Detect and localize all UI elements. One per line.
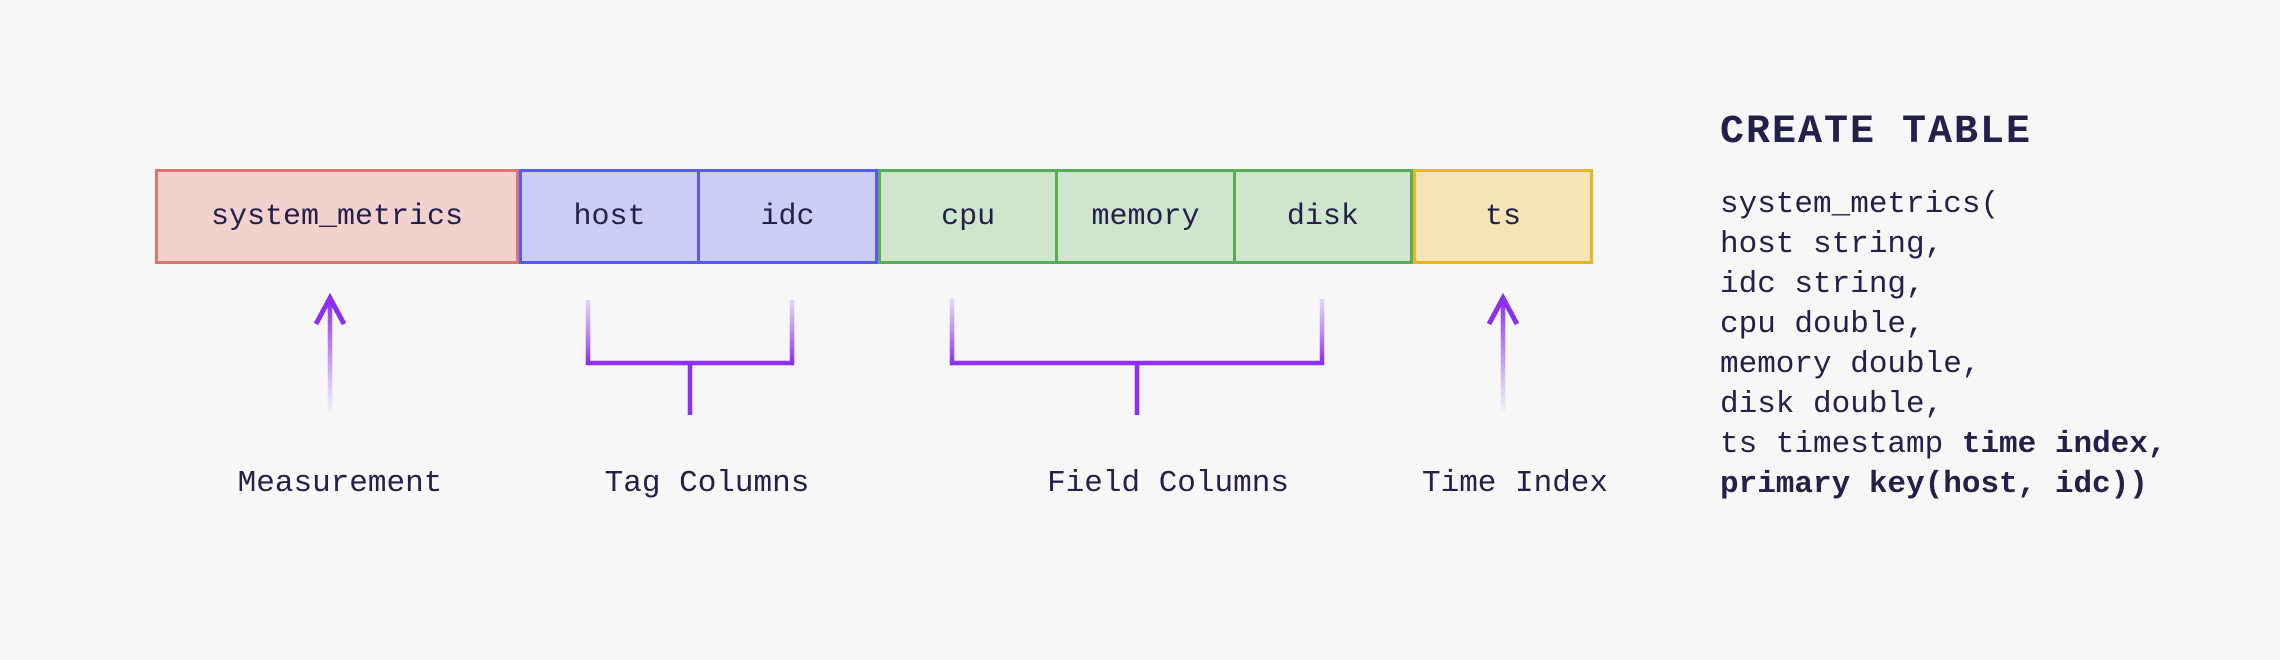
- sql-line: memory double,: [1720, 345, 2166, 385]
- table-schema-row: system_metrics host idc cpu memory disk …: [155, 169, 1593, 264]
- table-name-cell: system_metrics: [210, 199, 464, 234]
- sql-text: disk double,: [1720, 387, 1944, 422]
- sql-text: memory double,: [1720, 347, 1981, 382]
- sql-line: host string,: [1720, 225, 2166, 265]
- sql-text-bold: time index,: [1961, 427, 2167, 462]
- field-column-cell: memory: [1055, 172, 1232, 261]
- tag-columns-bracket-icon: [585, 300, 795, 415]
- tag-column-cell: host: [573, 199, 646, 234]
- sql-text: idc string,: [1720, 267, 1925, 302]
- field-columns-caption: Field Columns: [1047, 466, 1289, 501]
- field-column-cell: disk: [1232, 172, 1410, 261]
- tag-columns-caption: Tag Columns: [604, 466, 810, 501]
- sql-text: cpu double,: [1720, 307, 1925, 342]
- time-index-caption: Time Index: [1421, 466, 1609, 501]
- sql-text: system_metrics(: [1720, 187, 2000, 222]
- sql-text: ts timestamp: [1720, 427, 1962, 462]
- sql-text: host string,: [1720, 227, 1944, 262]
- sql-line: ts timestamp time index,: [1720, 425, 2166, 465]
- tag-columns-group: host idc: [519, 169, 878, 264]
- create-table-heading: CREATE TABLE: [1720, 110, 2033, 155]
- sql-line: cpu double,: [1720, 305, 2166, 345]
- time-index-cell: ts: [1484, 199, 1521, 234]
- field-column-cell: cpu: [941, 199, 996, 234]
- sql-text-bold: primary key(host, idc)): [1720, 467, 2148, 502]
- sql-line: system_metrics(: [1720, 185, 2166, 225]
- measurement-arrow-icon: [313, 292, 347, 412]
- sql-snippet: CREATE TABLE system_metrics( host string…: [1720, 110, 2166, 505]
- sql-line: idc string,: [1720, 265, 2166, 305]
- sql-line: primary key(host, idc)): [1720, 465, 2166, 505]
- measurement-group: system_metrics: [155, 169, 519, 264]
- tag-column-cell: idc: [697, 172, 875, 261]
- field-columns-group: cpu memory disk: [878, 169, 1413, 264]
- sql-line: disk double,: [1720, 385, 2166, 425]
- field-columns-bracket-icon: [949, 299, 1325, 415]
- time-index-group: ts: [1413, 169, 1593, 264]
- time-index-arrow-icon: [1486, 292, 1520, 412]
- measurement-caption: Measurement: [237, 466, 443, 501]
